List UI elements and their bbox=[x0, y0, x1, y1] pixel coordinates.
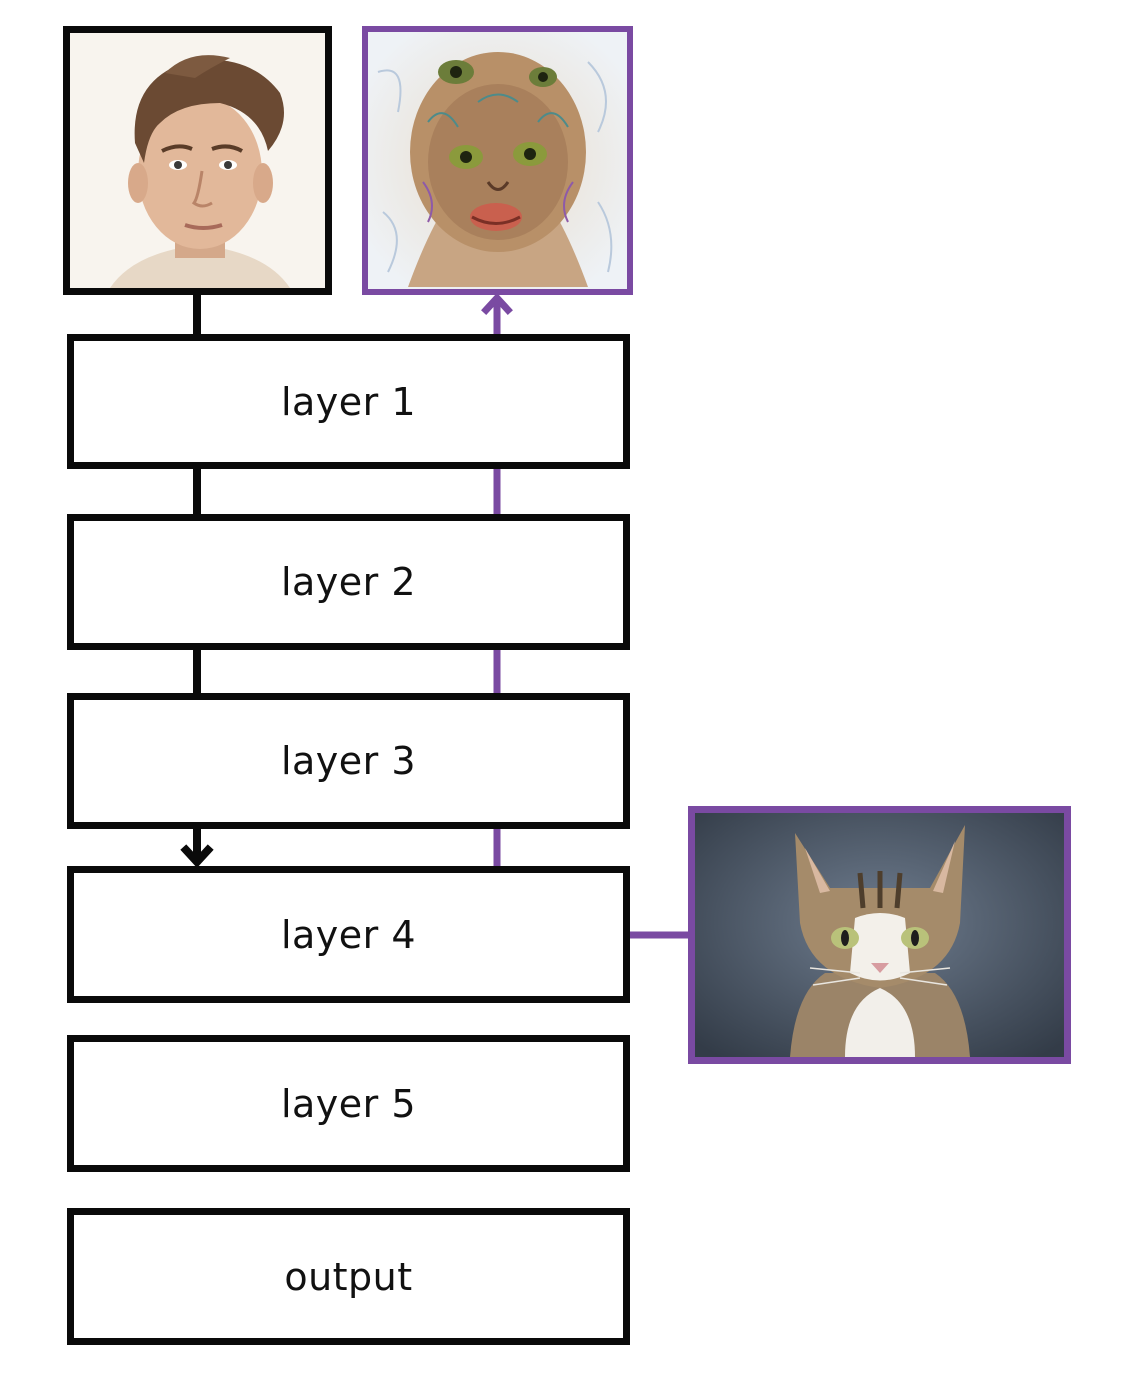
layer-5-box: layer 5 bbox=[67, 1035, 630, 1172]
input-portrait-image bbox=[63, 26, 332, 295]
layer-2-box: layer 2 bbox=[67, 514, 630, 650]
forward-arrowhead-icon bbox=[180, 844, 214, 868]
layer-5-label: layer 5 bbox=[280, 1081, 417, 1126]
dream-output-image bbox=[362, 26, 633, 295]
layer-1-label: layer 1 bbox=[280, 379, 417, 424]
layer-4-label: layer 4 bbox=[280, 912, 417, 957]
backward-arrowhead-icon bbox=[481, 292, 513, 315]
output-label: output bbox=[284, 1254, 413, 1299]
layer-1-box: layer 1 bbox=[67, 334, 630, 469]
layer-3-box: layer 3 bbox=[67, 693, 630, 829]
layer-3-label: layer 3 bbox=[280, 739, 417, 783]
target-cat-image bbox=[688, 806, 1071, 1064]
layer-4-box: layer 4 bbox=[67, 866, 630, 1003]
output-box: output bbox=[67, 1208, 630, 1345]
layer-2-label: layer 2 bbox=[280, 560, 417, 604]
